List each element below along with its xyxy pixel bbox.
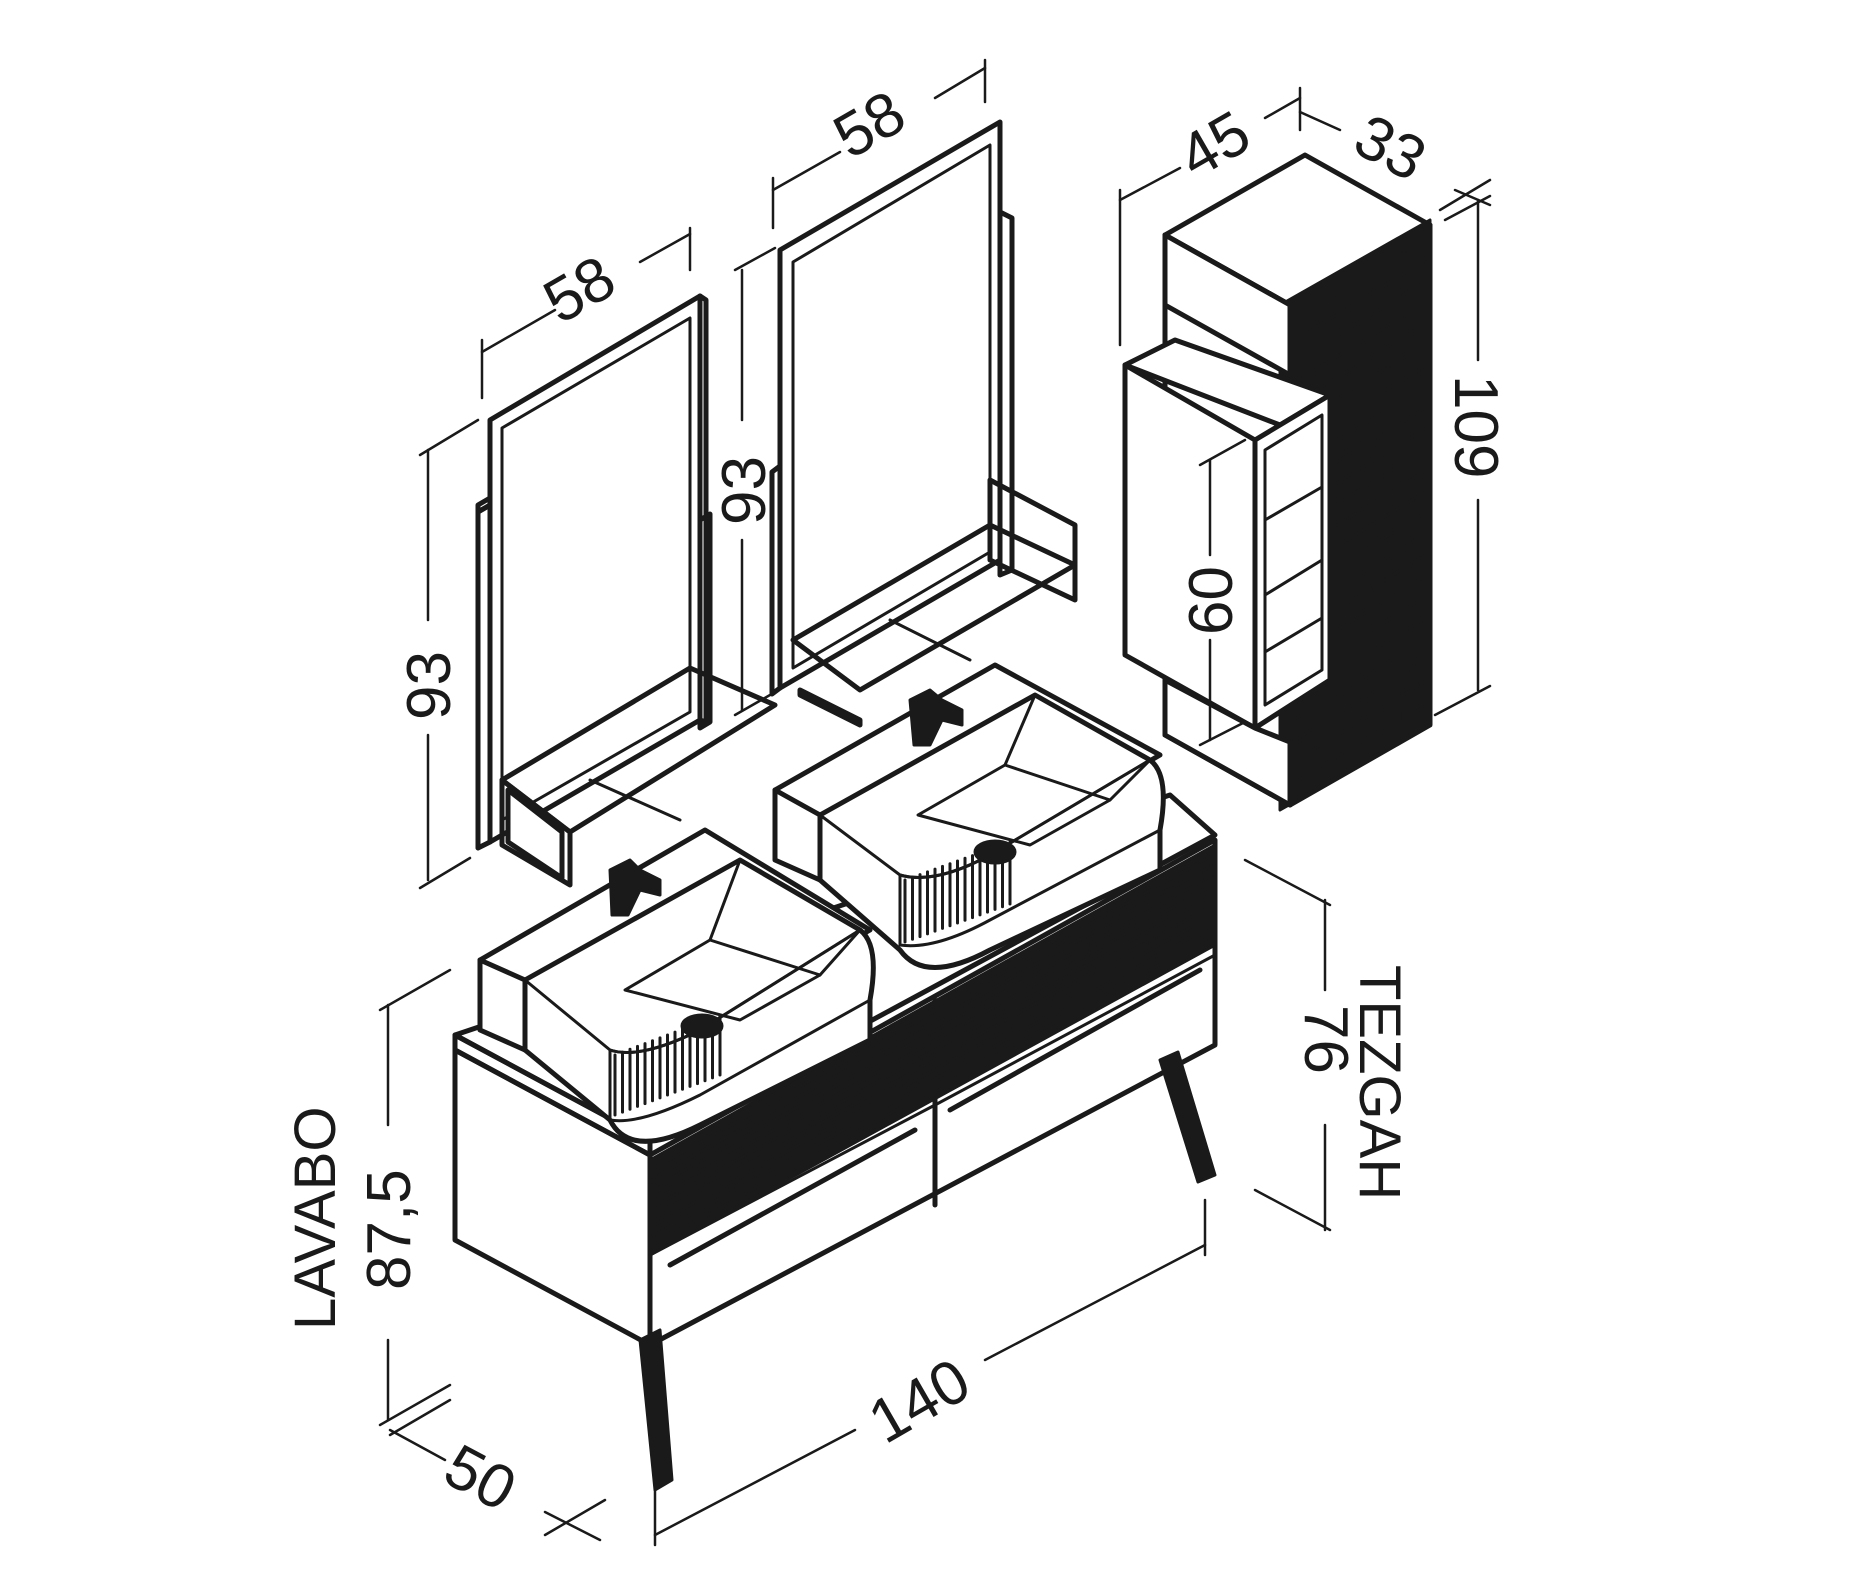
- label-vanity-width: 140: [858, 1346, 982, 1457]
- mirror-left: [475, 293, 778, 888]
- basin-right: [772, 662, 1166, 970]
- cabinet-slat: [1283, 258, 1427, 349]
- cabinet-slat: [1283, 237, 1427, 328]
- label-cabinet-width: 45: [1168, 98, 1262, 192]
- label-mirror-right-height: 93: [710, 456, 779, 525]
- mirror-right: [769, 119, 1078, 728]
- faucet-left: [608, 858, 662, 917]
- cabinet-slat: [1283, 679, 1427, 770]
- label-cabinet-depth: 33: [1343, 101, 1436, 194]
- vanity-slat: [651, 923, 1214, 1238]
- faucet-right: [908, 688, 964, 747]
- vanity-slat: [651, 933, 1214, 1247]
- vanity-slat: [651, 863, 1214, 1181]
- cabinet-slat: [1283, 637, 1427, 728]
- leg-right: [1158, 1050, 1217, 1184]
- label-mirror-left-height: 93: [395, 651, 464, 720]
- vanity-slat: [651, 913, 1214, 1228]
- label-counter-name: TEZGAH: [1347, 965, 1412, 1200]
- vanity-slat: [651, 883, 1214, 1200]
- cabinet-slat: [1283, 700, 1427, 791]
- cabinet-slat: [1283, 658, 1427, 749]
- cabinet-slat: [1283, 300, 1427, 391]
- label-vanity-height-value: 87,5: [355, 1169, 424, 1290]
- cabinet-slat: [1283, 279, 1427, 370]
- leg-front: [638, 1328, 674, 1492]
- vanity: [452, 792, 1218, 1492]
- label-vanity-depth: 50: [433, 1431, 526, 1524]
- vanity-slat: [651, 893, 1214, 1209]
- drain-left: [680, 1013, 724, 1039]
- dimension-lines: [378, 58, 1492, 1547]
- vanity-slat: [651, 853, 1214, 1171]
- basin-left: [477, 827, 876, 1144]
- tall-cabinet: [1122, 152, 1433, 812]
- label-vanity-height-name: LAVABO: [283, 1106, 348, 1330]
- vanity-slat: [651, 903, 1214, 1219]
- label-counter-height-value: 76: [1291, 1005, 1360, 1074]
- vanity-slat: [651, 873, 1214, 1190]
- label-mirror-left-width: 58: [533, 243, 627, 337]
- vanity-fluted-front: [648, 843, 1217, 1257]
- label-cabinet-height: 109: [1441, 375, 1510, 478]
- label-mirror-right-width: 58: [823, 78, 917, 172]
- label-cabinet-shelf-height: 60: [1177, 566, 1246, 635]
